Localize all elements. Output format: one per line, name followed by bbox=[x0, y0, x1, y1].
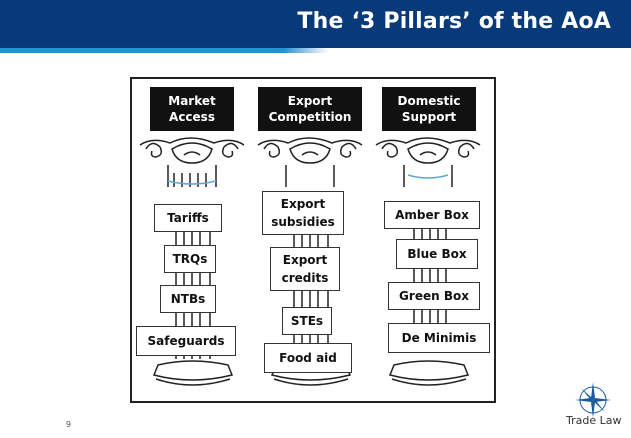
logo-text: Trade Law bbox=[566, 414, 622, 427]
header-bar bbox=[0, 0, 631, 48]
slide-header: The ‘3 Pillars’ of the AoA bbox=[0, 0, 631, 56]
label-blue-box: Blue Box bbox=[396, 239, 478, 269]
label-tariffs: Tariffs bbox=[154, 204, 222, 232]
pillar-heading-domestic-support: Domestic Support bbox=[382, 87, 476, 131]
pillars-diagram: Market Access Export Competition Domesti… bbox=[130, 77, 496, 403]
label-amber-box: Amber Box bbox=[384, 201, 480, 229]
label-safeguards: Safeguards bbox=[136, 326, 236, 356]
trade-law-logo bbox=[565, 378, 621, 434]
label-export-subsidies: Export subsidies bbox=[262, 191, 344, 235]
pillar-heading-market-access: Market Access bbox=[150, 87, 234, 131]
label-ntbs: NTBs bbox=[160, 285, 216, 313]
slide-title: The ‘3 Pillars’ of the AoA bbox=[297, 9, 611, 34]
compass-star-icon bbox=[575, 382, 611, 418]
pillar-heading-export-competition: Export Competition bbox=[258, 87, 362, 131]
label-stes: STEs bbox=[282, 307, 332, 335]
label-trqs: TRQs bbox=[164, 245, 216, 273]
label-de-minimis: De Minimis bbox=[388, 323, 490, 353]
label-green-box: Green Box bbox=[388, 282, 480, 310]
label-food-aid: Food aid bbox=[264, 343, 352, 373]
header-accent-strip bbox=[0, 48, 631, 53]
label-export-credits: Export credits bbox=[270, 247, 340, 291]
page-number: 9 bbox=[66, 420, 72, 429]
